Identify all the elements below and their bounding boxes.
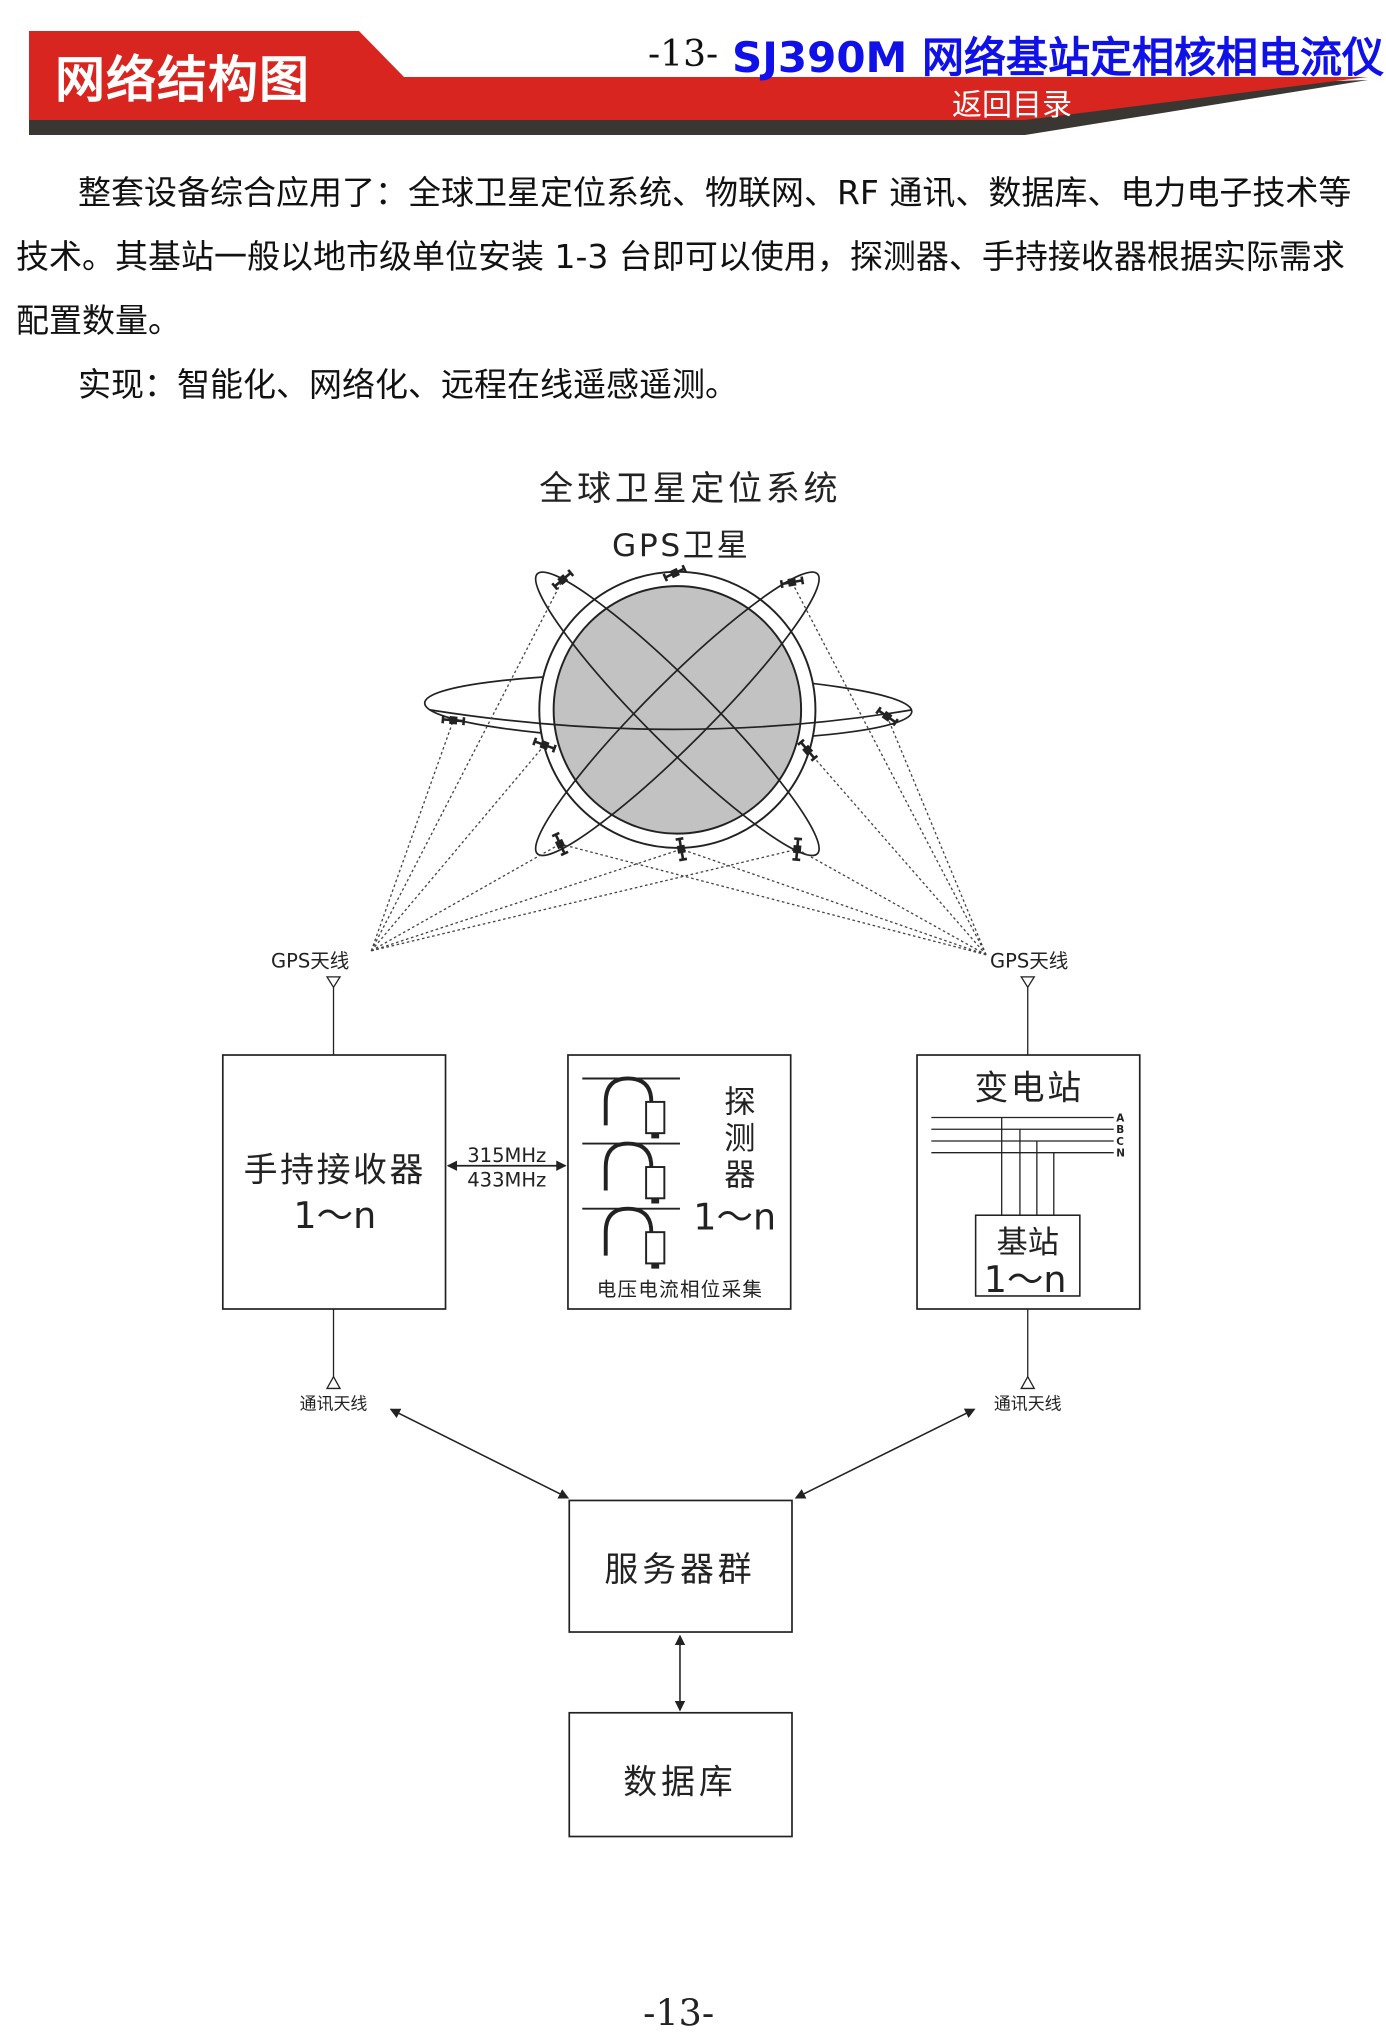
header-red-band [29,31,1368,120]
section-title: 网络结构图 [55,51,310,109]
orbit-tilted-1 [534,571,820,857]
detector-box: 探 测 器 1～n 电压电流相位采集 [567,1054,792,1310]
base-station-box [974,1214,1081,1297]
globe-earth [552,585,803,835]
handheld-receiver-label: 手持接收器 [244,1150,426,1189]
gps-satellite-label: GPS卫星 [612,528,750,564]
current-clamp-icon [582,1141,680,1204]
comm-antenna-left-icon [325,1375,342,1390]
gps-system-label: 全球卫星定位系统 [539,469,841,508]
database-box: 数据库 [568,1711,793,1838]
page-header: 网络结构图 -13- SJ390M 网络基站定相核相电流仪 返回目录 [0,0,1386,140]
gps-antenna-left-label: GPS天线 [271,950,349,973]
orbit-tilted-2 [534,571,820,857]
back-to-toc-link[interactable]: 返回目录 [952,88,1072,123]
detector-label-char: 测 [724,1121,755,1157]
signal-line [791,581,987,956]
signal-line [371,848,798,952]
base-station-label: 基站 [996,1225,1058,1261]
signal-line [371,848,682,952]
handheld-receiver-box: 手持接收器 1～n [221,1054,447,1310]
database-label: 数据库 [623,1763,736,1802]
signal-line [681,848,987,956]
phase-label: B [1116,1124,1124,1136]
link-arrow-right [794,1408,976,1499]
document-title: SJ390M 网络基站定相核相电流仪 [732,33,1384,82]
handheld-receiver-count: 1～n [293,1194,376,1237]
gps-antenna-left-icon [325,976,342,989]
server-cluster-label: 服务器群 [604,1550,755,1589]
substation-label: 变电站 [974,1068,1083,1107]
freq-433-label: 433MHz [467,1169,546,1192]
comm-antenna-left-label: 通讯天线 [300,1393,368,1413]
satellite-icon [441,715,466,726]
satellite-icon [551,831,569,857]
detector-caption: 电压电流相位采集 [597,1278,764,1301]
satellite-icon [532,737,557,753]
phase-label: A [1116,1112,1124,1124]
signal-line [559,843,987,956]
signal-line [886,716,987,955]
current-clamp-icon [582,1206,680,1269]
satellite-icon [551,569,575,591]
current-clamp-icon [582,1076,680,1139]
satellite-icon [662,564,688,582]
gps-signal-lines [370,579,987,956]
satellite-icon [779,576,805,589]
header-page-marker: -13- [648,34,719,75]
globe [423,570,913,857]
gps-antenna-right-icon [1020,976,1036,989]
orbit-equatorial-front [429,709,912,731]
satellite-icon [675,836,688,862]
satellites [441,564,899,862]
phase-label: N [1116,1148,1125,1160]
detector-count: 1～n [693,1196,776,1239]
intro-paragraph: 整套设备综合应用了：全球卫星定位系统、物联网、RF 通讯、数据库、电力电子技术等… [16,161,1361,417]
signal-line [370,579,564,952]
signal-line [796,848,987,956]
server-cluster-box: 服务器群 [568,1499,793,1633]
header-banner [29,31,1368,135]
signal-line [807,749,987,956]
paragraph-1: 整套设备综合应用了：全球卫星定位系统、物联网、RF 通讯、数据库、电力电子技术等… [16,173,1352,340]
freq-315-label: 315MHz [467,1144,546,1167]
satellite-icon [797,738,819,762]
paragraph-2: 实现：智能化、网络化、远程在线遥感遥测。 [78,365,738,404]
probe-icons [582,1076,680,1269]
detector-label-char: 探 [724,1084,755,1120]
comm-antenna-right-label: 通讯天线 [994,1393,1062,1413]
base-station-count: 1～n [984,1258,1067,1301]
footer-page-number: -13- [643,1991,714,2034]
signal-line [370,843,561,952]
signal-line [370,720,454,952]
comm-antenna-right-icon [1020,1375,1036,1390]
phase-label: C [1116,1136,1124,1148]
link-arrow-left [389,1408,570,1499]
gps-antenna-right-label: GPS天线 [990,950,1068,973]
satellite-icon [792,837,803,862]
satellite-icon [875,706,899,727]
signal-line [370,744,546,952]
detector-label-char: 器 [724,1157,755,1193]
